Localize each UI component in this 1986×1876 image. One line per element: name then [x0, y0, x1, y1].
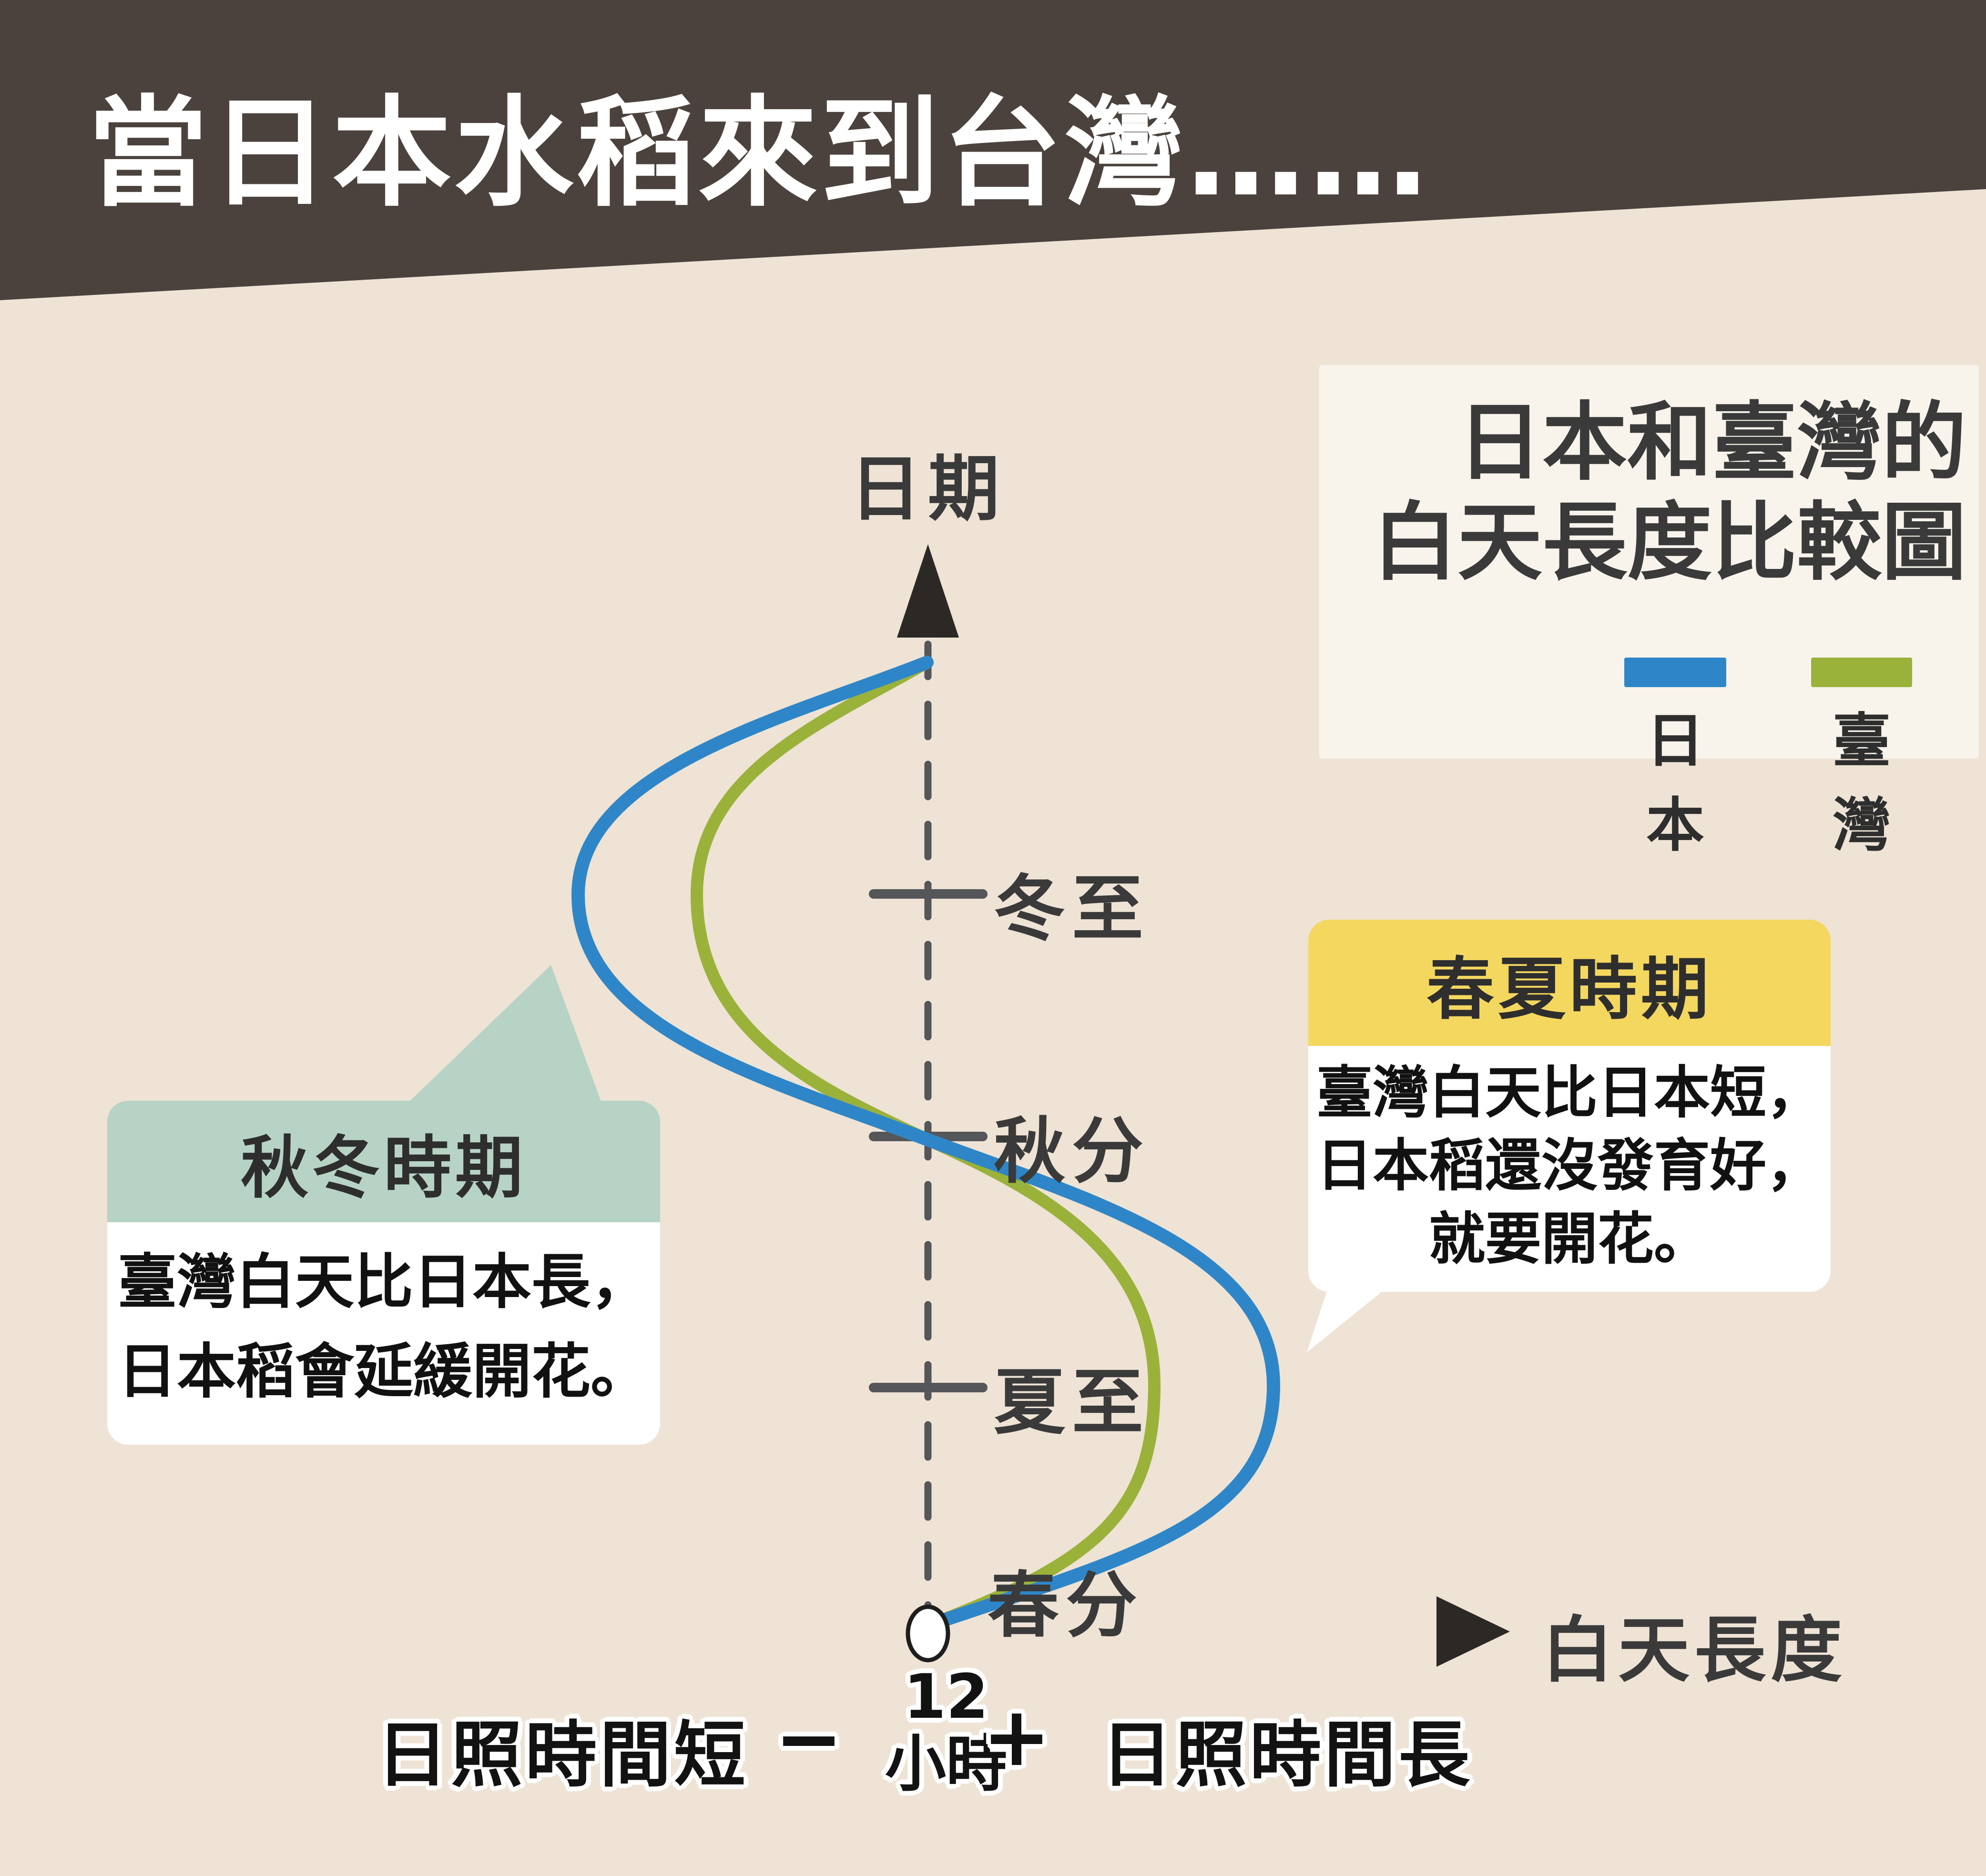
callout-spring-summer-line1: 臺灣白天比日本短，: [1316, 1060, 1823, 1126]
callout-autumn-winter: 秋冬時期 臺灣白天比日本長， 日本稻會延緩開花。: [107, 1101, 660, 1445]
tick-label-qiufen: 秋分: [994, 1110, 1151, 1193]
callout-spring-summer: 春夏時期 臺灣白天比日本短， 日本稻還沒發育好， 就要開花。: [1308, 920, 1831, 1292]
legend-title-line1: 日本和臺灣的: [1457, 393, 1966, 492]
tick-label-xiazhi: 夏至: [994, 1361, 1151, 1444]
axis-y-arrowhead-icon: [897, 544, 959, 638]
callout-autumn-winter-body: 臺灣白天比日本長， 日本稻會延緩開花。: [107, 1222, 660, 1445]
tick-label-chunfen: 春分: [988, 1564, 1144, 1647]
callout-autumn-winter-line1: 臺灣白天比日本長，: [117, 1248, 650, 1317]
origin-value-number: 12: [903, 1662, 989, 1733]
curve-japan: [571, 656, 1281, 1633]
banner-title: 當日本水稻來到台灣……: [88, 84, 1430, 223]
callout-spring-summer-title: 春夏時期: [1308, 920, 1831, 1046]
plus-sign: +: [982, 1689, 1051, 1785]
origin-value: 12 小時: [867, 1662, 1025, 1800]
legend-label-taiwan: 臺灣: [1833, 707, 1891, 859]
legend-title: 日本和臺灣的 白天長度比較圖: [1338, 393, 1966, 593]
minus-sign: −: [774, 1691, 844, 1786]
callout-spring-summer-line2: 日本稻還沒發育好，: [1316, 1133, 1823, 1199]
legend-swatch-taiwan: [1811, 658, 1912, 687]
origin-circle: [906, 1604, 950, 1663]
x-left-label: 日照時間短: [377, 1714, 749, 1797]
callout-autumn-winter-line2: 日本稻會延緩開花。: [117, 1338, 650, 1407]
axis-x-arrowhead-icon: [1436, 1596, 1510, 1667]
legend-label-japan: 日本: [1646, 707, 1704, 859]
x-right-label: 日照時間長: [1101, 1714, 1473, 1797]
callout-spring-summer-body: 臺灣白天比日本短， 日本稻還沒發育好， 就要開花。: [1308, 1046, 1831, 1292]
callout-tail-autumn-winter: [400, 965, 604, 1110]
x-axis-label: 白天長度: [1542, 1609, 1847, 1692]
y-axis-label: 日期: [849, 448, 1006, 531]
legend-box: 日本和臺灣的 白天長度比較圖 日本 臺灣: [1319, 365, 1979, 859]
legend-title-line2: 白天長度比較圖: [1373, 493, 1966, 592]
callout-spring-summer-line3: 就要開花。: [1428, 1206, 1710, 1272]
origin-value-unit: 小時: [885, 1728, 1007, 1800]
legend-swatch-japan: [1624, 658, 1726, 687]
callout-autumn-winter-title: 秋冬時期: [107, 1101, 660, 1222]
tick-label-dongzhi: 冬至: [994, 868, 1151, 951]
